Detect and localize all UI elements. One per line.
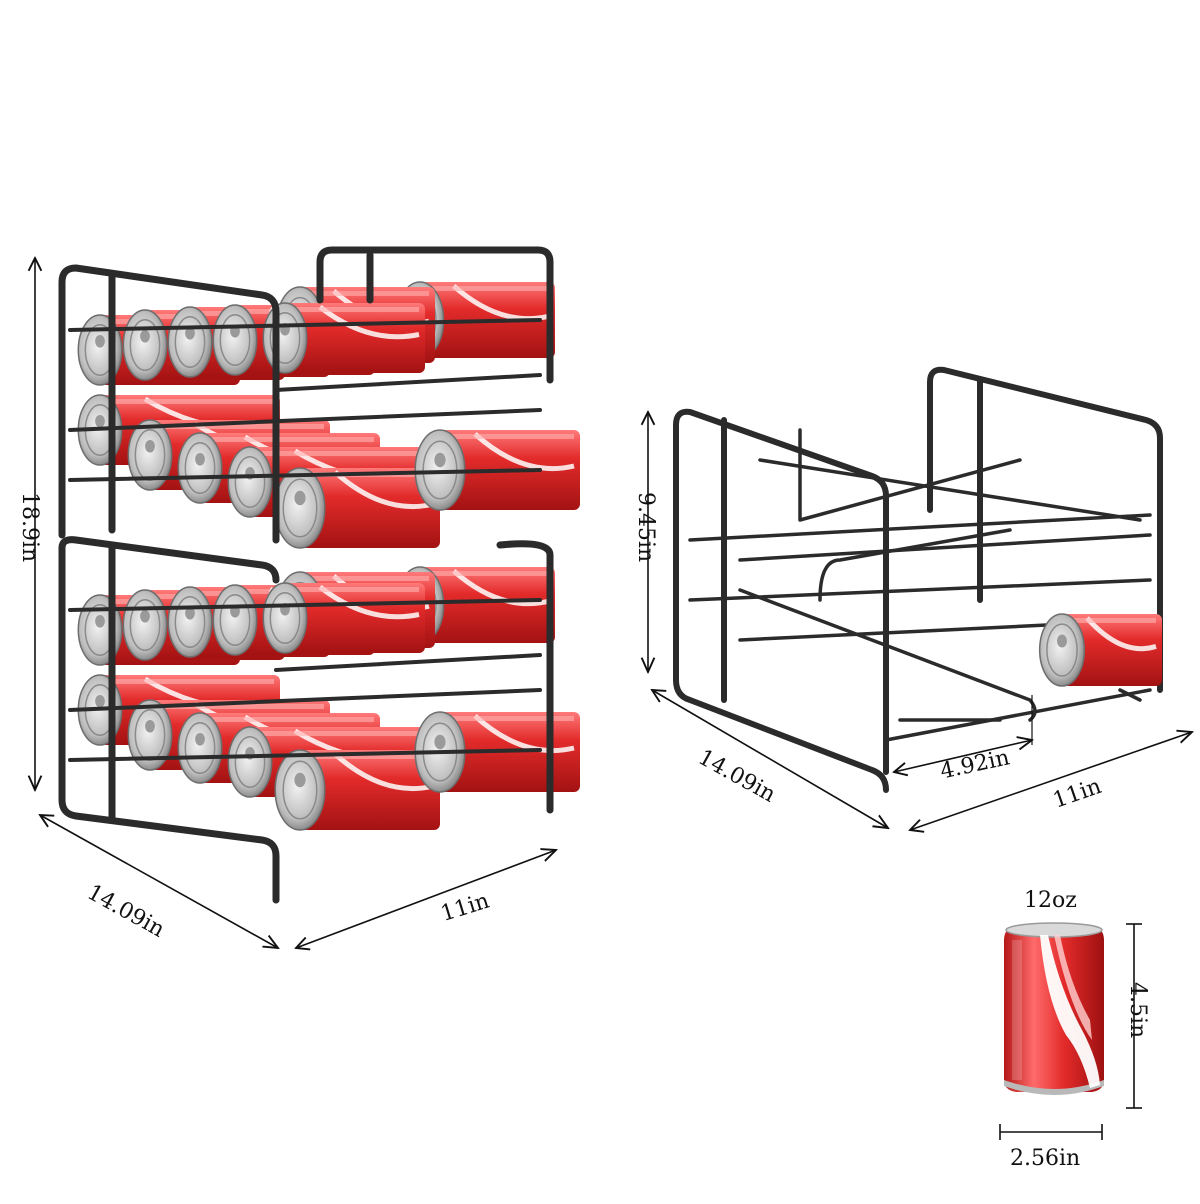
soda-can-illustration <box>1004 922 1104 1095</box>
single-rack-can <box>1038 613 1162 687</box>
single-rack-can-body <box>1038 613 1162 687</box>
single-rack-illustration <box>673 366 1163 793</box>
stacked-can-lower-row-a-4 <box>262 582 425 654</box>
can-height-label: 4.5in <box>1125 982 1150 1039</box>
stacked-rack-cans <box>77 281 580 831</box>
can-volume-label: 12oz <box>1024 888 1077 913</box>
can-diameter-label: 2.56in <box>1010 1146 1081 1171</box>
stacked-can-upper-row-a-4 <box>262 302 425 374</box>
stacked-can-lower-front-0 <box>274 749 440 831</box>
stacked-rack-illustration <box>58 246 580 904</box>
dimension-lines <box>35 258 1192 1140</box>
single-rack-height-label: 9.45in <box>633 492 658 563</box>
stacked-rack-height-label: 18.9in <box>17 492 42 563</box>
